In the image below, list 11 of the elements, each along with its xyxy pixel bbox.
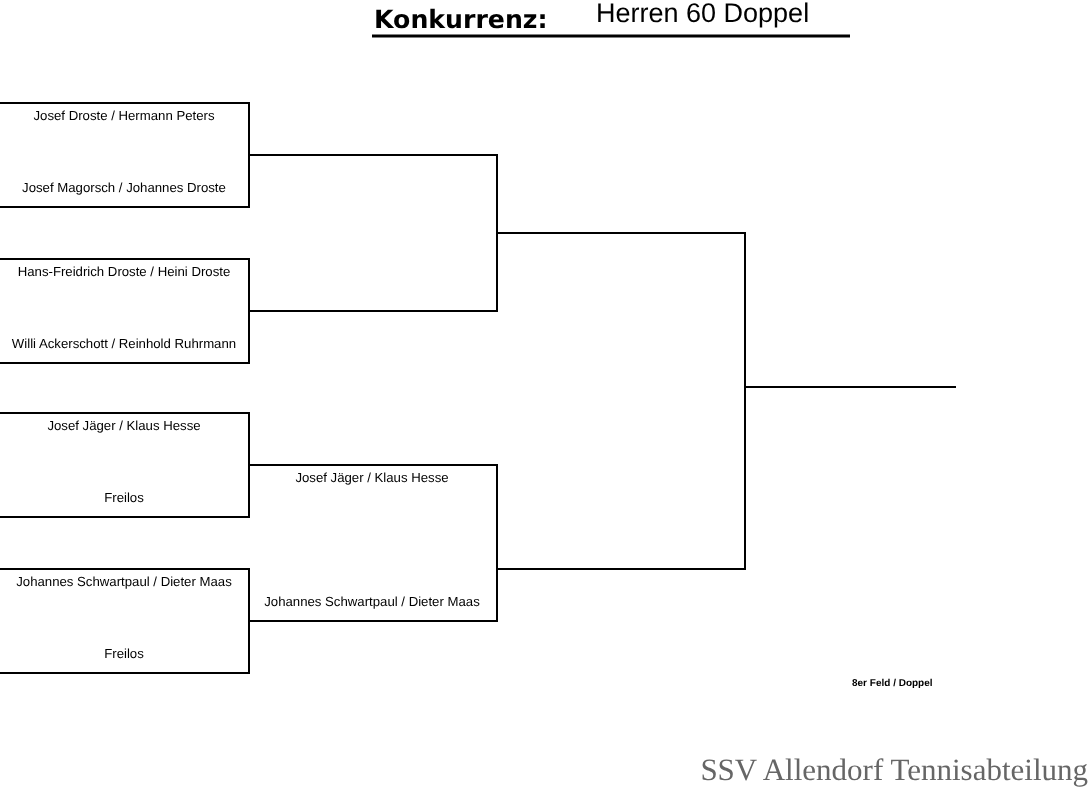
match-bracket: [0, 102, 250, 208]
competition-name: Herren 60 Doppel: [596, 0, 810, 26]
title-heading: Konkurrenz:: [374, 6, 548, 34]
match-bracket: [0, 257, 250, 363]
winner-line: [744, 385, 956, 389]
club-name: SSV Allendorf Tennisabteilung: [700, 754, 1088, 788]
match-bracket: [496, 231, 746, 570]
match-bracket: [248, 153, 498, 311]
match-bracket: [0, 567, 250, 673]
match-bracket: [248, 464, 498, 622]
match-bracket: [0, 412, 250, 518]
